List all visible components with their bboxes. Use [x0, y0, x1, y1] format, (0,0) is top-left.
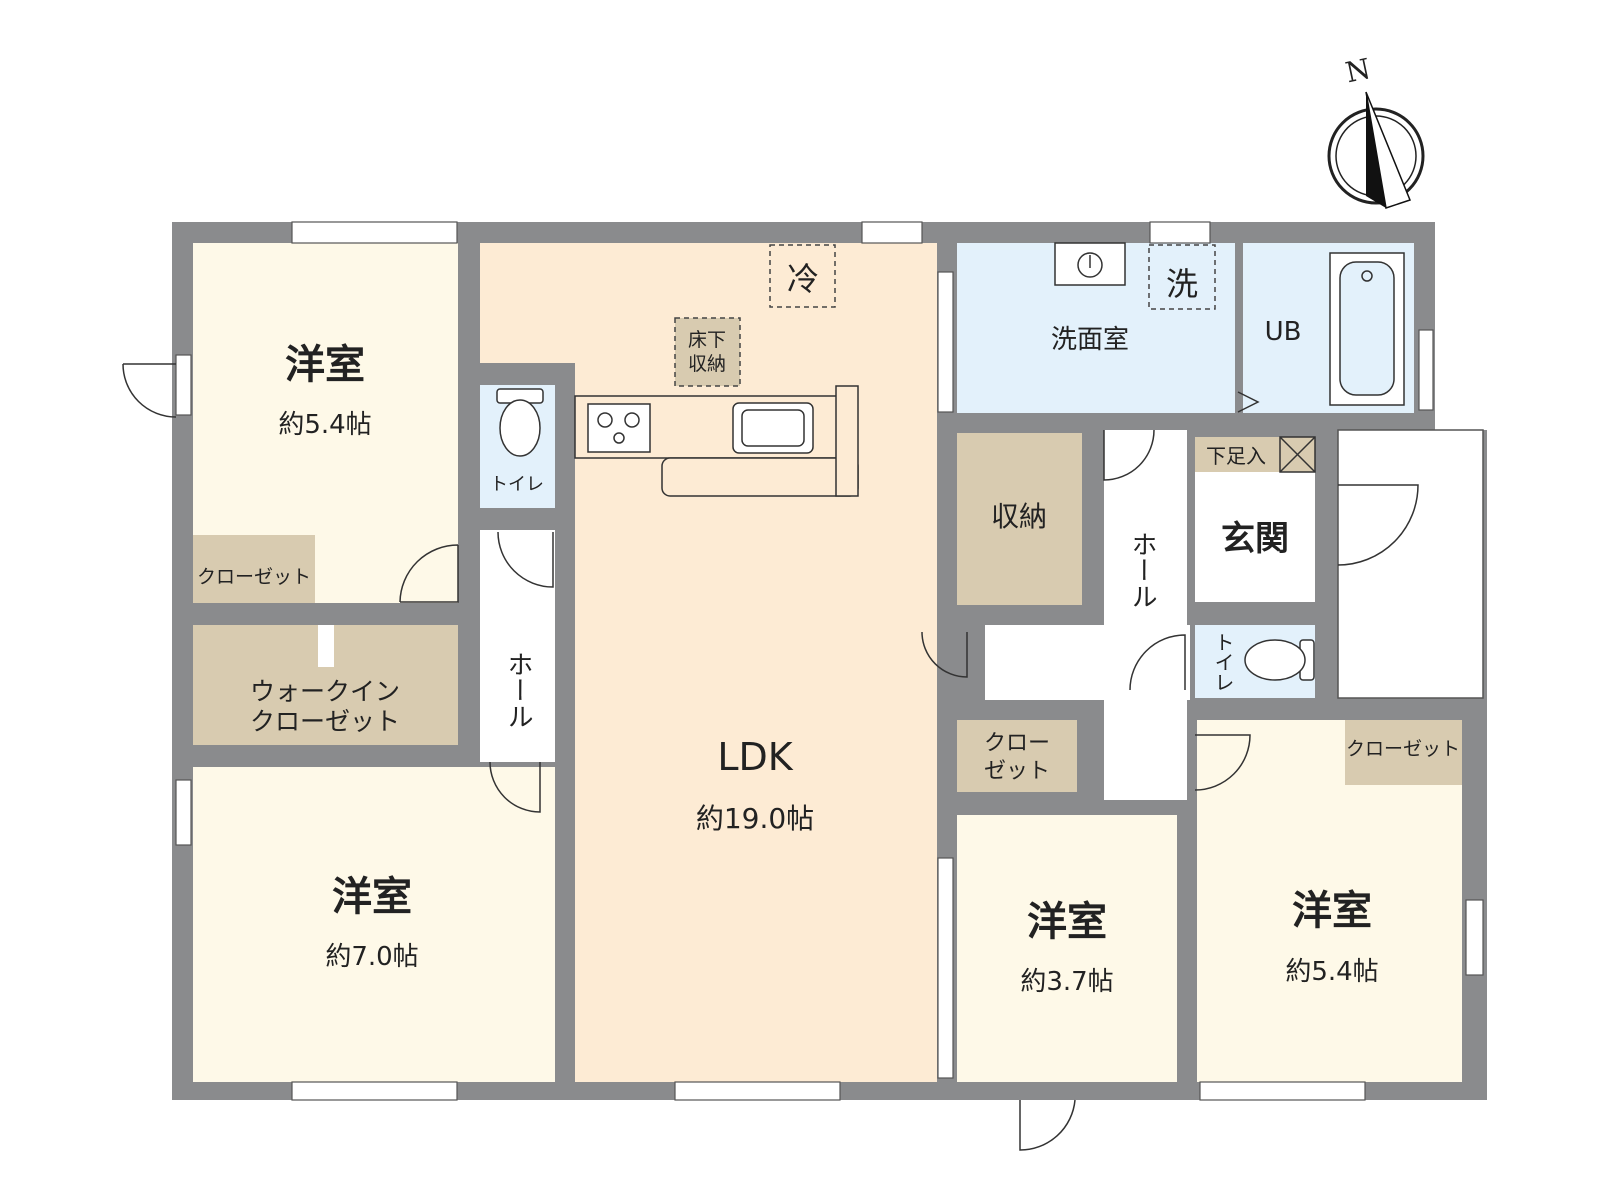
shoe-box-icon: 下足入 — [1206, 436, 1316, 473]
washroom-label: 洗面室 — [1051, 325, 1129, 355]
wic-label-2: クローゼット — [250, 707, 400, 736]
entrance-floor — [1195, 472, 1315, 602]
entrance-label: 玄関 — [1221, 519, 1289, 559]
underfloor-storage: 床下 収納 — [674, 317, 741, 387]
sink-icon — [732, 402, 814, 454]
bedroom-se-label: 洋室 — [1292, 888, 1372, 934]
toilet-bowl-right-icon — [1244, 639, 1315, 681]
svg-text:洗: 洗 — [1166, 265, 1198, 303]
storage-floor — [957, 433, 1082, 605]
fridge-icon: 冷 — [769, 244, 836, 308]
svg-text:下足入: 下足入 — [1206, 444, 1266, 468]
bedroom-sw-label: 洋室 — [332, 874, 412, 920]
stove-icon — [587, 403, 651, 453]
svg-text:冷: 冷 — [787, 260, 819, 298]
ldk-size: 約19.0帖 — [696, 802, 814, 835]
toilet-left-label: トイレ — [490, 474, 544, 495]
bedroom-nw-label: 洋室 — [285, 342, 365, 388]
storage-label: 収納 — [991, 500, 1047, 533]
porch — [1337, 429, 1484, 699]
hall-left-label: ホール — [503, 651, 533, 729]
ldk-label: LDK — [717, 735, 793, 779]
closet-se-label: クローゼット — [1346, 738, 1460, 760]
bath-label: UB — [1265, 317, 1302, 347]
closet-sc — [957, 720, 1077, 792]
bedroom-sw-size: 約7.0帖 — [325, 942, 418, 972]
hall-left — [480, 530, 555, 762]
svg-text:収納: 収納 — [688, 353, 726, 375]
bedroom-sw-floor — [193, 767, 555, 1082]
washbasin-icon — [1054, 242, 1126, 286]
bedroom-sc-size: 約3.7帖 — [1020, 967, 1113, 997]
closet-nw — [193, 535, 315, 603]
kitchen-counter — [574, 385, 859, 497]
compass-icon: N — [1327, 52, 1425, 209]
bedroom-sc-label: 洋室 — [1027, 899, 1107, 945]
ldk-floor — [575, 243, 937, 1082]
hall-right-label: ホール — [1127, 531, 1157, 609]
windows — [175, 221, 1484, 1101]
washer-icon: 洗 — [1148, 244, 1216, 310]
hall-right — [1104, 430, 1187, 800]
shoe-box — [1195, 437, 1315, 472]
closet-nw-label: クローゼット — [197, 566, 311, 588]
closet-sc-label-1: クロー — [984, 731, 1050, 756]
toilet-right-label: トイレ — [1211, 632, 1235, 692]
svg-text:床下: 床下 — [688, 329, 726, 351]
bedroom-nw-size: 約5.4帖 — [278, 410, 371, 440]
bedroom-se-size: 約5.4帖 — [1285, 957, 1378, 987]
doors — [122, 363, 1419, 1151]
wic-label-1: ウォークイン — [250, 677, 400, 706]
closet-sc-label-2: ゼット — [984, 759, 1050, 784]
toilet-bowl-left-icon — [496, 388, 544, 457]
bathtub-icon — [1329, 252, 1405, 406]
bedroom-sc-floor — [957, 815, 1177, 1082]
north-label: N — [1343, 52, 1374, 89]
closet-se — [1345, 720, 1462, 785]
